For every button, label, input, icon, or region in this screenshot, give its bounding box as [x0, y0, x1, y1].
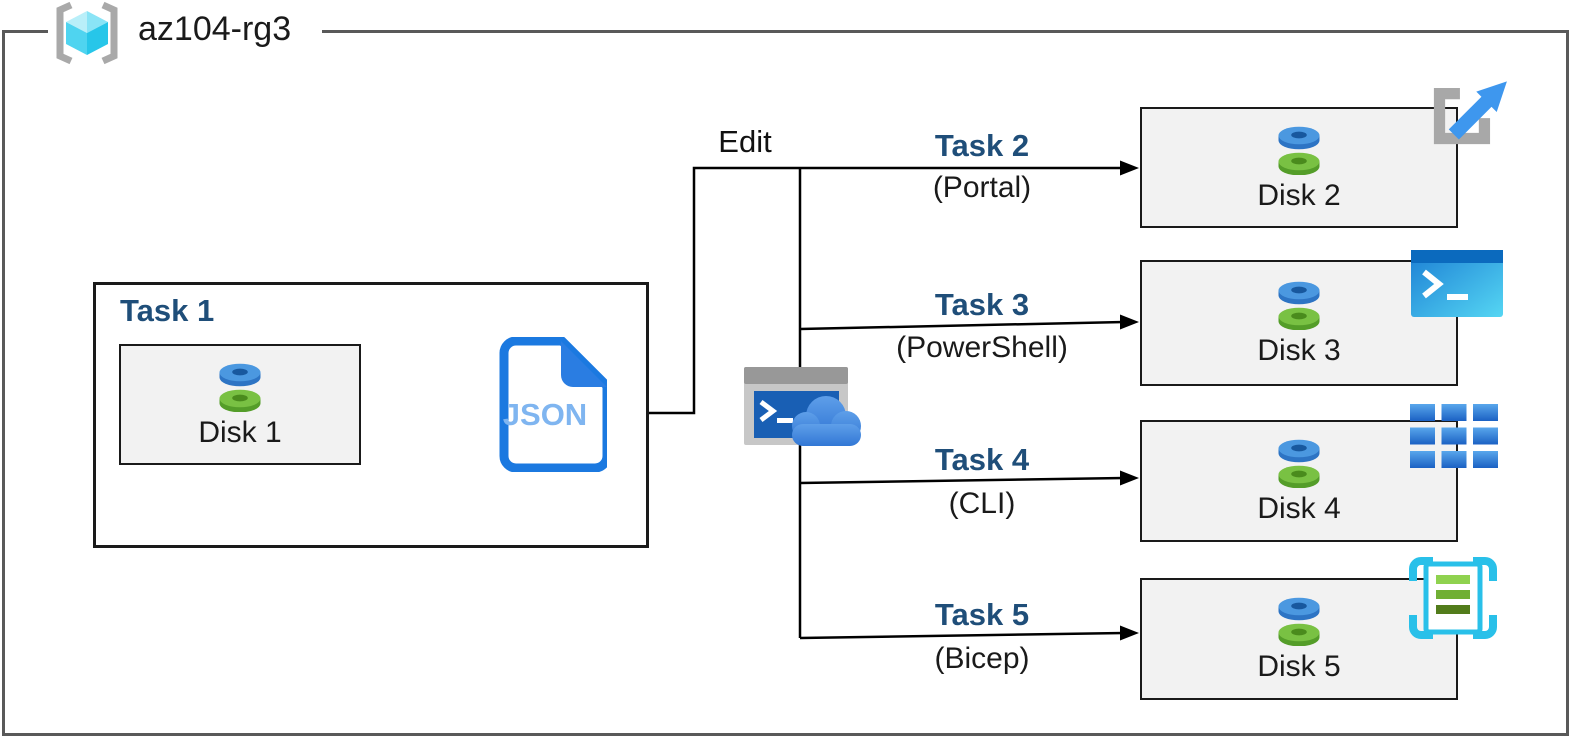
disk-label: Disk 1 — [198, 415, 282, 449]
disk-label: Disk 4 — [1257, 492, 1341, 525]
disk-label: Disk 3 — [1257, 334, 1341, 367]
task2-label: Task 2 — [934, 128, 1030, 163]
task3-arrowhead — [1120, 314, 1139, 330]
task2-method-label: (Portal) — [932, 171, 1032, 204]
task4-label: Task 4 — [934, 442, 1030, 477]
task5-label: Task 5 — [934, 597, 1030, 632]
resource-group-boundary — [2, 30, 1569, 736]
task3-method-label: (PowerShell) — [896, 331, 1068, 364]
task5-method-label: (Bicep) — [934, 642, 1030, 675]
disk1-box: Disk 1 — [119, 344, 361, 465]
json-file-text: JSON — [503, 397, 587, 432]
azure-cli-icon — [1410, 404, 1498, 468]
managed-disk-icon — [1278, 597, 1320, 646]
resource-group-icon — [56, 1, 118, 65]
managed-disk-icon — [1278, 126, 1320, 175]
json-file-icon: JSON — [499, 337, 607, 472]
task4-method-label: (CLI) — [948, 487, 1016, 520]
task5-arrowhead — [1120, 625, 1139, 641]
disk-label: Disk 5 — [1257, 650, 1341, 683]
resource-group-name: az104-rg3 — [138, 10, 292, 48]
task4-arrowhead — [1120, 470, 1139, 486]
disk3-box: Disk 3 — [1140, 260, 1458, 386]
task2-arrowhead — [1120, 160, 1139, 176]
managed-disk-icon — [1278, 439, 1320, 488]
azure-portal-icon — [1433, 81, 1507, 145]
powershell-icon — [1411, 250, 1503, 317]
edit-arrow-label: Edit — [718, 124, 772, 159]
task1-title: Task 1 — [120, 293, 215, 328]
cloud-shell-icon — [744, 367, 861, 446]
disk-label: Disk 2 — [1257, 178, 1341, 212]
bicep-icon — [1409, 557, 1497, 639]
task3-label: Task 3 — [934, 287, 1030, 322]
managed-disk-icon — [219, 363, 261, 412]
disk2-box: Disk 2 — [1140, 107, 1458, 228]
managed-disk-icon — [1278, 281, 1320, 330]
disk5-box: Disk 5 — [1140, 578, 1458, 700]
disk4-box: Disk 4 — [1140, 420, 1458, 542]
